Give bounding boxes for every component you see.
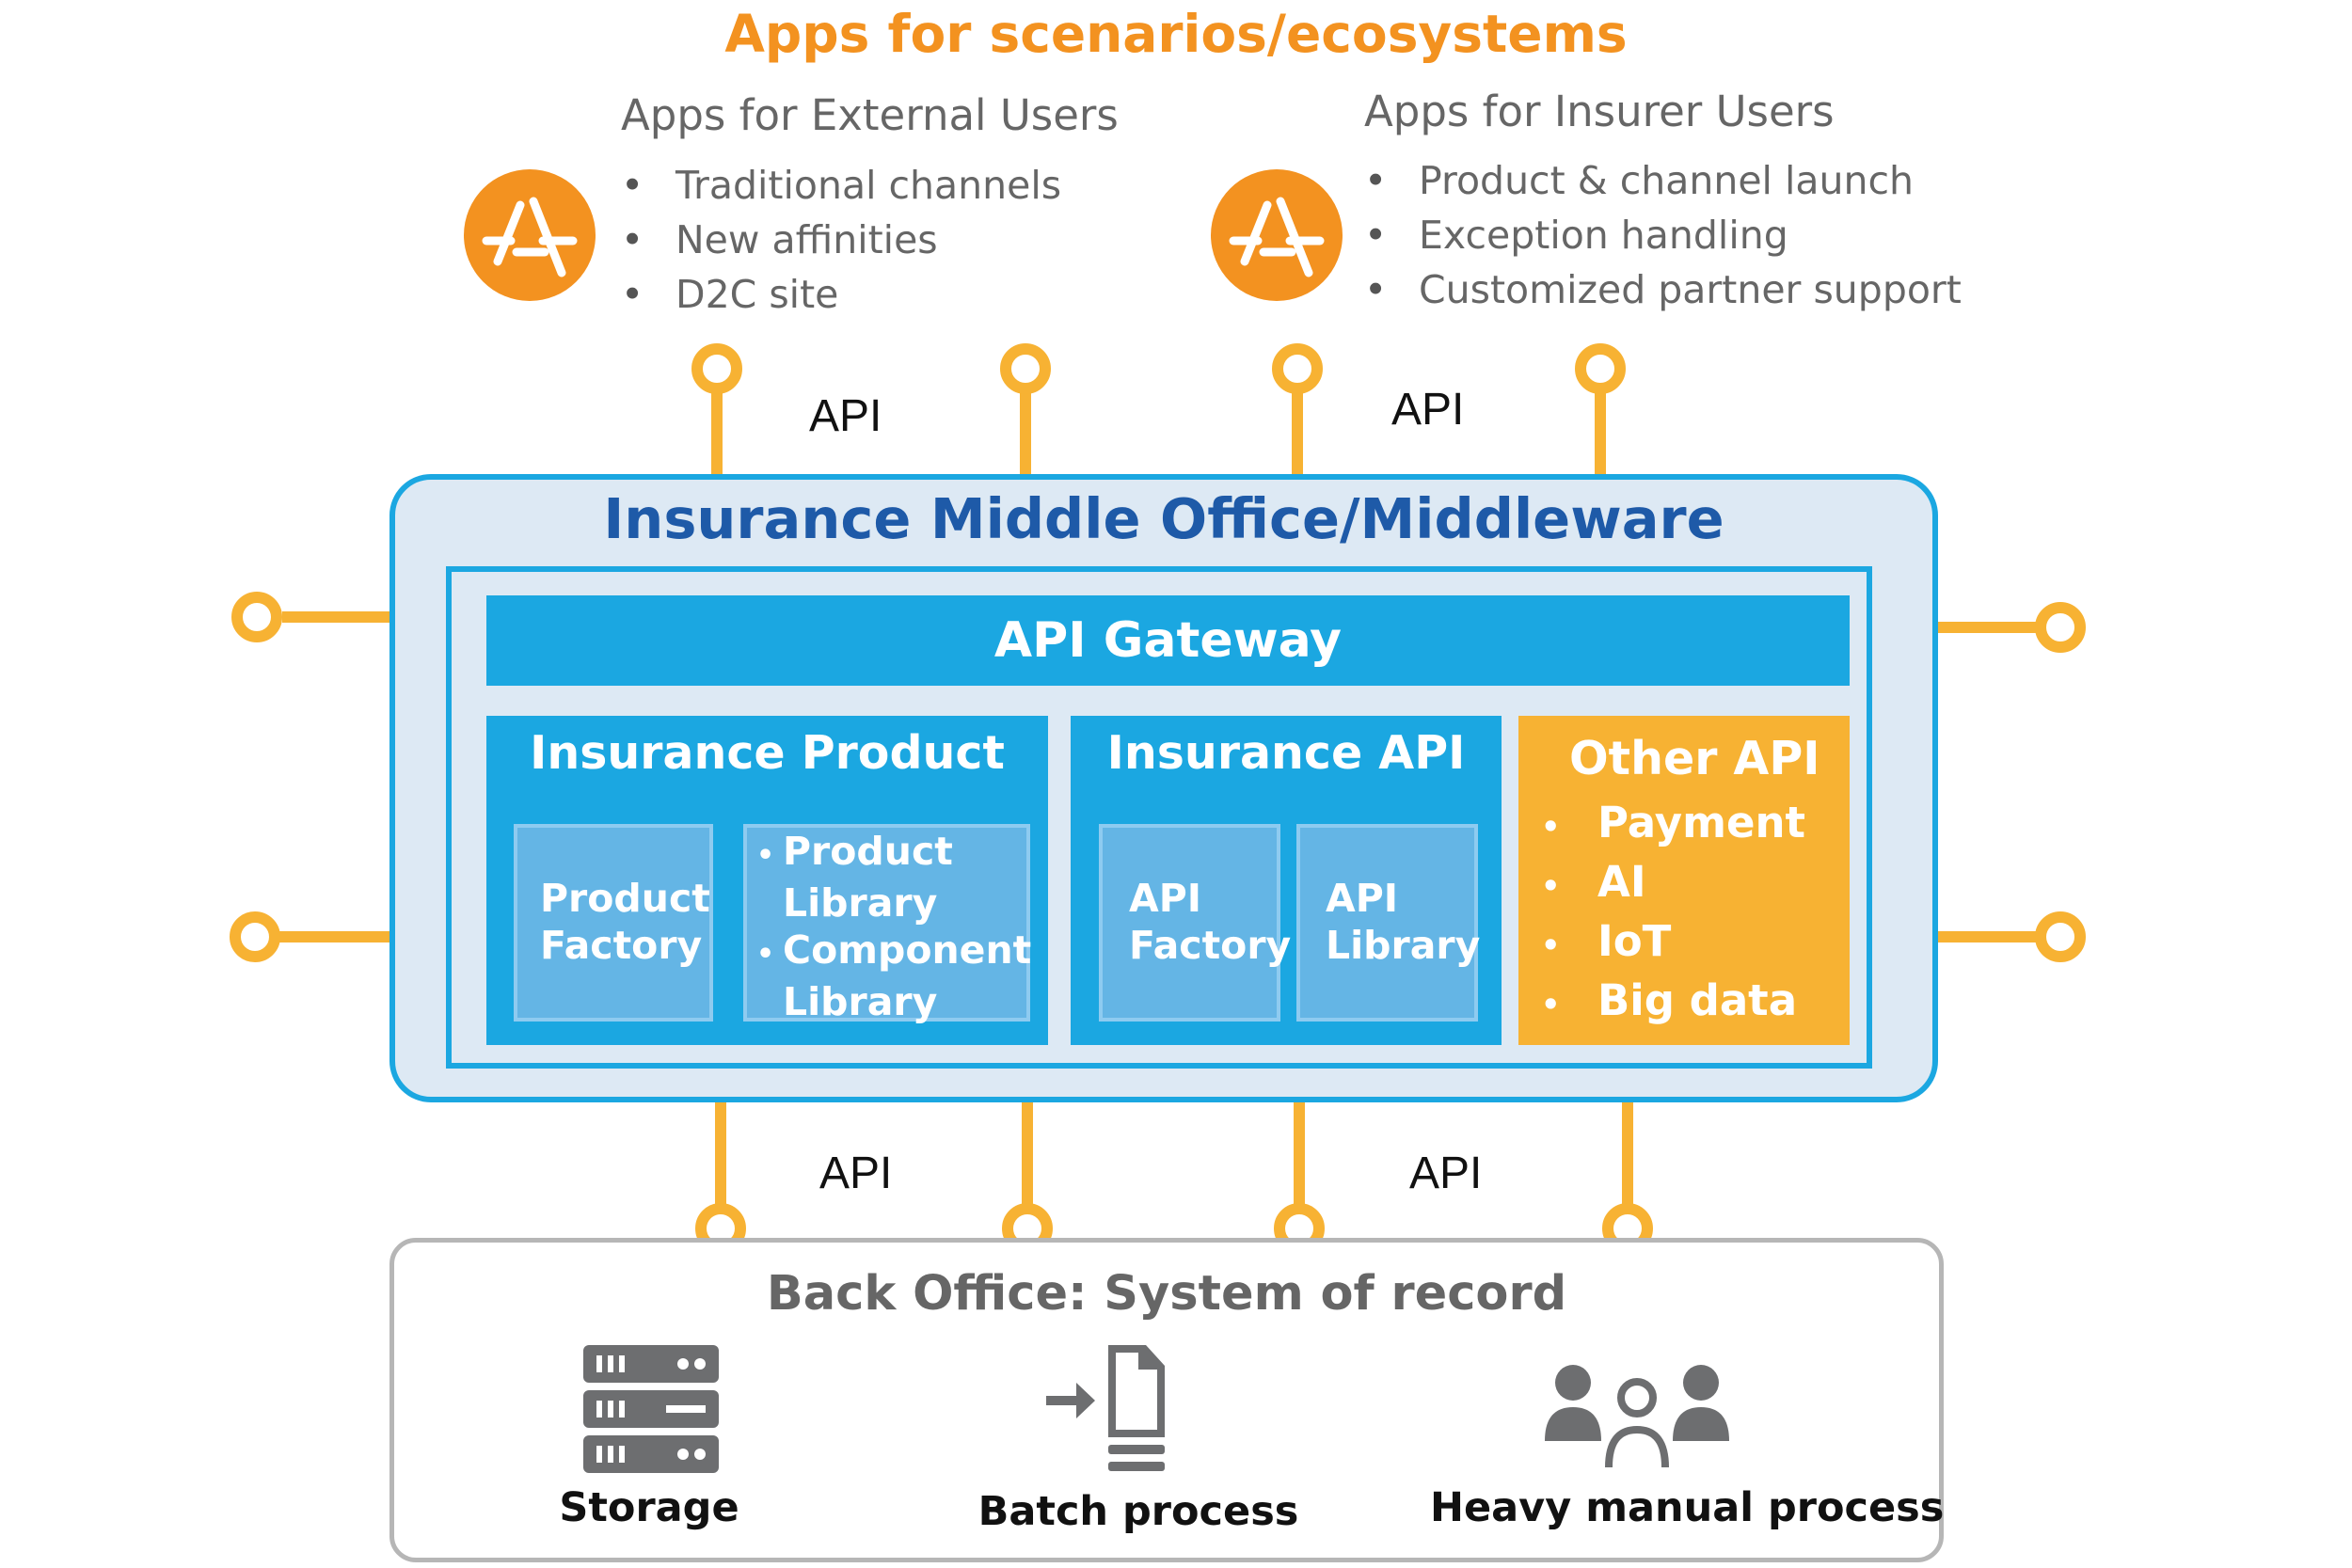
- other-api-title: Other API: [1569, 732, 1820, 785]
- connector-node: [1272, 343, 1323, 394]
- server-icon: [583, 1345, 719, 1473]
- insurer-users-list: •Product & channel launch •Exception han…: [1364, 153, 1962, 317]
- list-item: Library: [783, 880, 938, 926]
- list-item: •Big data: [1541, 975, 1798, 1025]
- api-label-top-right: API: [1391, 385, 1465, 435]
- list-item: •IoT: [1541, 916, 1672, 966]
- storage-label: Storage: [559, 1484, 739, 1531]
- insurance-api-title: Insurance API: [1106, 726, 1466, 780]
- bullet-icon: •: [1364, 213, 1388, 258]
- api-label-bottom-right: API: [1409, 1148, 1483, 1198]
- api-label-top-left: API: [809, 391, 882, 441]
- product-factory-line1: Product: [540, 876, 710, 921]
- bullet-icon: •: [621, 163, 644, 208]
- list-item: •Traditional channels: [621, 158, 1061, 213]
- bullet-icon: •: [621, 217, 644, 262]
- back-office-title: Back Office: System of record: [766, 1266, 1567, 1322]
- connector-node: [231, 592, 282, 642]
- external-users-list: •Traditional channels •New affinities •D…: [621, 158, 1061, 322]
- api-factory-line2: Factory: [1129, 923, 1292, 968]
- other-api-panel: [1518, 716, 1850, 1045]
- list-item: •Component: [756, 927, 1032, 973]
- list-item: •Product & channel launch: [1364, 153, 1962, 208]
- bullet-icon: •: [1364, 267, 1388, 312]
- api-label-bottom-left: API: [819, 1148, 893, 1198]
- connector-node: [2035, 911, 2086, 962]
- middle-office-title: Insurance Middle Office/Middleware: [603, 486, 1724, 551]
- other-api-list: •Payment •AI •IoT •Big data: [1541, 793, 1805, 1030]
- insurer-users-heading: Apps for Insurer Users: [1364, 87, 1835, 136]
- insurance-product-title: Insurance Product: [530, 726, 1005, 780]
- api-library-box: API Library: [1296, 824, 1481, 1022]
- heavy-manual-process-label: Heavy manual process: [1430, 1484, 1945, 1531]
- connector-node: [1000, 343, 1051, 394]
- api-library-line1: API: [1326, 876, 1399, 921]
- api-gateway: API Gateway: [486, 595, 1850, 686]
- connector-node: [691, 343, 742, 394]
- bullet-icon: •: [621, 272, 644, 317]
- list-item: •Payment: [1541, 798, 1806, 847]
- product-component-library-box: •Product Library •Component Library: [743, 824, 1032, 1024]
- app-store-icon: [464, 169, 596, 301]
- api-factory-box: API Factory: [1099, 824, 1291, 1022]
- external-users-heading: Apps for External Users: [621, 90, 1119, 140]
- list-item: •Exception handling: [1364, 208, 1962, 262]
- connector-node: [2035, 602, 2086, 653]
- list-item: •D2C site: [621, 267, 1061, 322]
- batch-document-icon: [1046, 1343, 1178, 1477]
- api-factory-line1: API: [1129, 876, 1202, 921]
- connector-node: [230, 911, 280, 962]
- batch-process-label: Batch process: [977, 1488, 1299, 1535]
- people-group-icon: [1545, 1362, 1729, 1471]
- list-item: •Product: [756, 829, 953, 874]
- app-store-icon: [1211, 169, 1343, 301]
- list-item: Library: [783, 979, 938, 1024]
- list-item: •Customized partner support: [1364, 262, 1962, 317]
- list-item: •AI: [1541, 857, 1646, 907]
- product-factory-line2: Factory: [540, 923, 703, 968]
- page-title: Apps for scenarios/ecosystems: [724, 4, 1628, 64]
- bullet-icon: •: [1364, 158, 1388, 203]
- connector-node: [1575, 343, 1626, 394]
- list-item: •New affinities: [621, 213, 1061, 267]
- product-factory-box: Product Factory: [514, 824, 713, 1022]
- api-library-line2: Library: [1326, 923, 1481, 968]
